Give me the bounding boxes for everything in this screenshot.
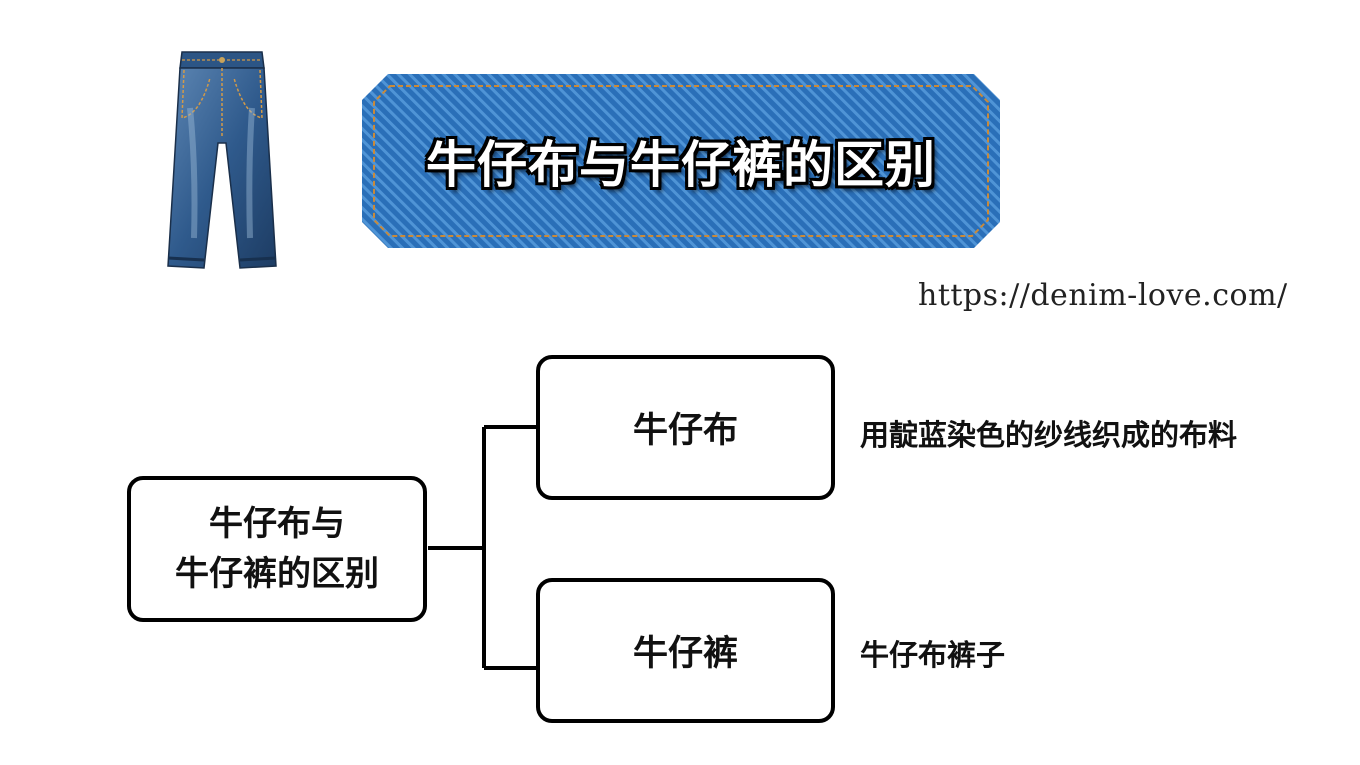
root-node-line2: 牛仔裤的区别: [175, 554, 379, 594]
branch-label: 牛仔布: [632, 411, 738, 451]
jeans-illustration: [160, 48, 285, 273]
root-node: 牛仔布与 牛仔裤的区别: [127, 476, 427, 622]
banner-title: 牛仔布与牛仔裤的区别: [426, 136, 936, 194]
title-banner: 牛仔布与牛仔裤的区别: [360, 72, 1002, 250]
root-node-line1: 牛仔布与: [209, 504, 345, 544]
branch-description-jeans: 牛仔布裤子: [860, 638, 1006, 672]
branch-node-jeans: 牛仔裤: [536, 578, 835, 723]
branch-node-denim-fabric: 牛仔布: [536, 355, 835, 500]
branch-description-denim-fabric: 用靛蓝染色的纱线织成的布料: [860, 418, 1238, 452]
branch-label: 牛仔裤: [632, 634, 738, 674]
site-url: https://denim-love.com/: [918, 278, 1288, 313]
